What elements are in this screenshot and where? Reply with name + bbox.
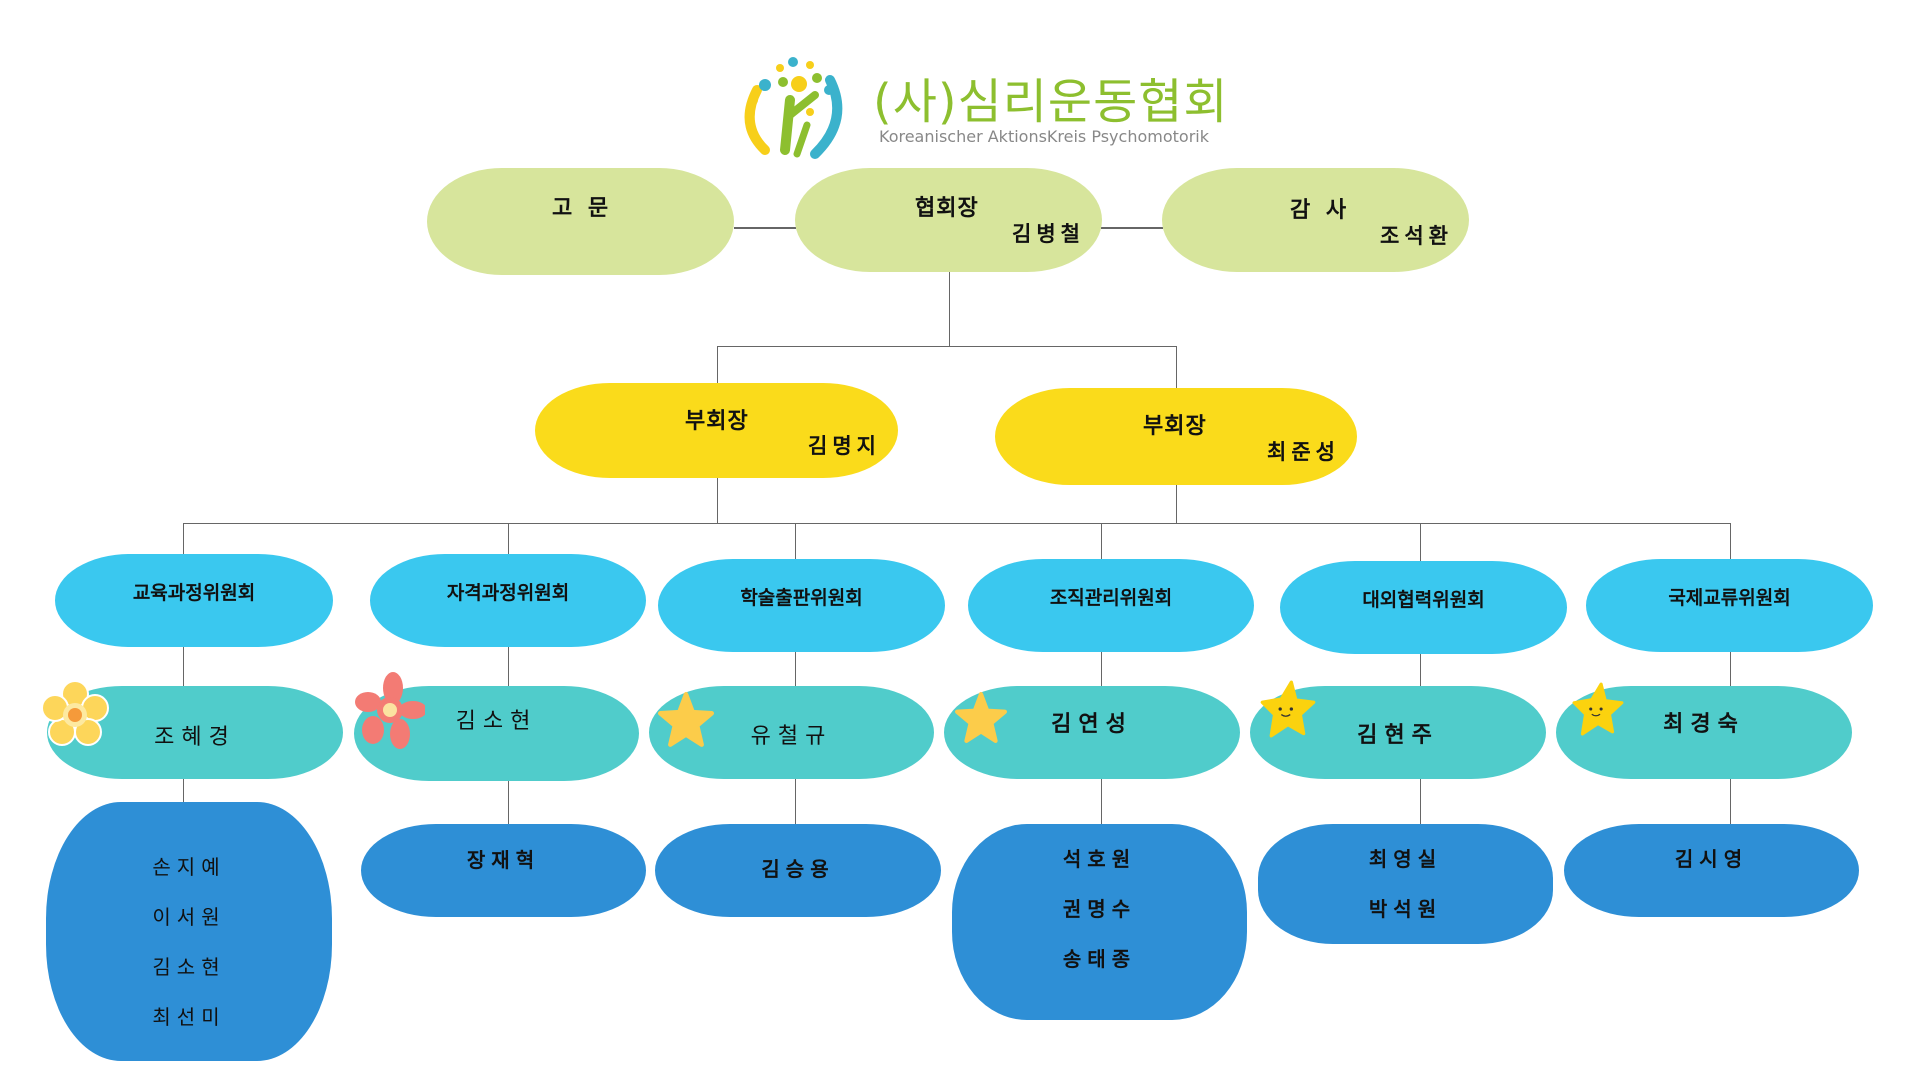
members-box[interactable]: 김시영	[1564, 824, 1859, 917]
member-name: 장재혁	[466, 848, 541, 872]
logo-title: (사)심리운동협회	[873, 74, 1229, 130]
committee-box[interactable]: 학술출판위원회	[658, 559, 945, 652]
logo-emblem-icon	[744, 57, 843, 159]
committee-box[interactable]: 자격과정위원회	[370, 554, 646, 647]
connector	[717, 346, 718, 384]
committee-name: 국제교류위원회	[1668, 587, 1791, 609]
connector	[183, 523, 184, 803]
vice-president-title: 부회장	[1143, 414, 1207, 439]
member-name: 김승용	[761, 857, 835, 881]
member-name: 권명수	[1062, 897, 1137, 921]
committee-box[interactable]: 대외협력위원회	[1280, 561, 1567, 654]
connector	[1730, 523, 1731, 825]
member-name: 손지예	[152, 855, 226, 879]
connector	[717, 346, 1177, 347]
connector	[795, 523, 796, 825]
connector	[949, 272, 950, 347]
vice-president-name: 최준성	[1267, 440, 1340, 464]
member-name: 박석원	[1368, 897, 1443, 921]
vice-president-box[interactable]: 부회장 최준성	[995, 388, 1357, 485]
member-name: 이서원	[152, 905, 226, 929]
members-list: 손지예 이서원 김소현 최선미	[46, 842, 332, 1042]
member-name: 김시영	[1674, 847, 1749, 871]
vice-president-name: 김명지	[808, 434, 881, 458]
committee-name: 대외협력위원회	[1362, 589, 1485, 611]
logo: (사)심리운동협회 Koreanischer AktionsKreis Psyc…	[735, 50, 1235, 160]
members-box[interactable]: 장재혁	[361, 824, 646, 917]
committee-name: 교육과정위원회	[132, 582, 256, 604]
members-box[interactable]: 석호원 권명수 송태종	[952, 824, 1247, 1020]
auditor-name: 조석환	[1380, 224, 1453, 248]
chair-name: 조혜경	[154, 725, 236, 750]
members-box[interactable]: 손지예 이서원 김소현 최선미	[46, 802, 332, 1061]
connector	[1101, 523, 1102, 825]
star-icon	[658, 692, 714, 747]
connector	[1176, 482, 1177, 523]
auditor-title: 감 사	[1290, 198, 1351, 223]
members-list: 김승용	[655, 844, 941, 894]
connector	[717, 476, 718, 523]
logo-subtitle: Koreanischer AktionsKreis Psychomotorik	[879, 127, 1209, 146]
star-icon	[955, 692, 1007, 743]
members-box[interactable]: 김승용	[655, 824, 941, 917]
connector	[183, 523, 1731, 524]
member-name: 최영실	[1368, 847, 1443, 871]
smiling-star-icon	[1260, 680, 1316, 738]
connector	[1101, 227, 1163, 229]
member-name: 송태종	[1062, 947, 1137, 971]
vice-president-title: 부회장	[685, 409, 749, 434]
member-name: 김소현	[152, 955, 226, 979]
auditor-box[interactable]: 감 사 조석환	[1162, 168, 1469, 272]
chair-name: 김현주	[1357, 723, 1439, 748]
vice-president-box[interactable]: 부회장 김명지	[535, 383, 898, 478]
committee-box[interactable]: 교육과정위원회	[55, 554, 333, 647]
president-title: 협회장	[915, 196, 979, 221]
members-box[interactable]: 최영실 박석원	[1258, 824, 1553, 944]
member-name: 석호원	[1062, 847, 1137, 871]
chair-name: 김소현	[455, 709, 538, 734]
connector	[734, 227, 796, 229]
chair-name: 최경숙	[1663, 712, 1745, 737]
committee-name: 자격과정위원회	[446, 582, 570, 604]
chair-name: 김연성	[1051, 712, 1133, 737]
committee-box[interactable]: 국제교류위원회	[1586, 559, 1873, 652]
committee-name: 조직관리위원회	[1049, 587, 1173, 609]
yellow-flower-icon	[41, 680, 109, 746]
committee-name: 학술출판위원회	[740, 587, 863, 609]
members-list: 최영실 박석원	[1258, 834, 1553, 934]
members-list: 김시영	[1564, 834, 1859, 884]
smiling-star-icon	[1572, 682, 1624, 736]
members-list: 석호원 권명수 송태종	[952, 834, 1247, 984]
connector	[508, 523, 509, 825]
advisor-box[interactable]: 고 문	[427, 168, 734, 275]
pink-flower-icon	[355, 672, 425, 749]
chair-name: 유철규	[750, 724, 833, 749]
advisor-title: 고 문	[552, 196, 613, 221]
president-box[interactable]: 협회장 김병철	[795, 168, 1102, 272]
member-name: 최선미	[152, 1005, 226, 1029]
connector	[1420, 523, 1421, 825]
committee-box[interactable]: 조직관리위원회	[968, 559, 1254, 652]
members-list: 장재혁	[361, 835, 646, 885]
president-name: 김병철	[1012, 222, 1085, 246]
connector	[1176, 346, 1177, 388]
